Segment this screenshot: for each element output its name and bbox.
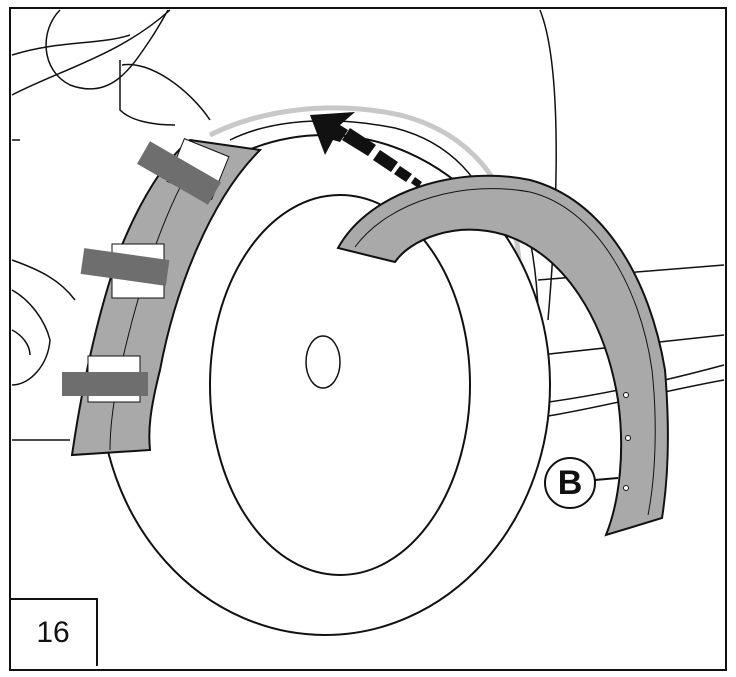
hub xyxy=(305,335,341,389)
tape-strip xyxy=(136,141,222,205)
direction-arrow-icon xyxy=(310,112,422,188)
tire-side xyxy=(209,194,471,576)
figure-frame xyxy=(9,7,727,671)
callout-b xyxy=(544,457,619,509)
mounting-hole xyxy=(623,392,629,398)
tape-strips xyxy=(62,138,230,403)
mounting-hole xyxy=(625,435,631,441)
flare-part-b xyxy=(336,174,669,537)
tape-strip xyxy=(62,372,148,396)
mounting-hole xyxy=(623,485,629,491)
tape-strip xyxy=(80,248,170,286)
step-number: 16 xyxy=(10,598,98,666)
callout-label-b: B xyxy=(557,463,583,502)
